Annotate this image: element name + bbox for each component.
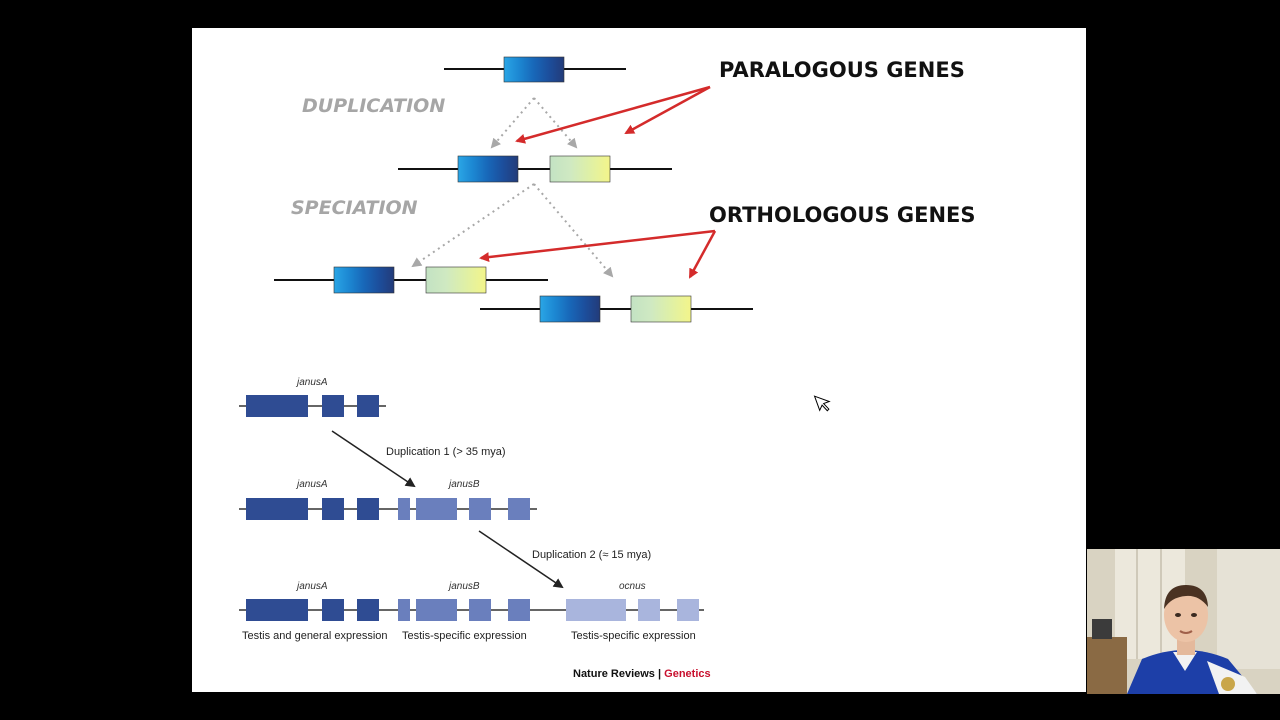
slide: PARALOGOUS GENES DUPLICATION SPECIATION … [192, 28, 1086, 692]
species-1-genome [274, 266, 548, 294]
expression-janusA: Testis and general expression [242, 630, 388, 642]
orthologous-label: ORTHOLOGOUS GENES [709, 203, 976, 227]
gene-label-janusA-2: janusA [295, 479, 328, 490]
species-2-genome [480, 295, 753, 323]
speciation-arrows [411, 183, 614, 278]
duplication-label: DUPLICATION [302, 95, 445, 117]
mouse-cursor-icon [813, 395, 831, 412]
source-credit: Nature Reviews | Genetics [573, 668, 711, 680]
gene-label-janusB-3: janusB [447, 581, 480, 592]
duplication-arrows [490, 97, 578, 149]
duplicated-genome [398, 155, 672, 183]
ancestral-gene [444, 56, 626, 83]
gene-label-janusA-1: janusA [295, 377, 328, 388]
duplication-1-label: Duplication 1 (> 35 mya) [386, 446, 506, 458]
speciation-label: SPECIATION [291, 197, 418, 219]
gene-diagram: PARALOGOUS GENES DUPLICATION SPECIATION … [239, 56, 976, 680]
orthologous-arrows [479, 229, 717, 279]
expression-janusB: Testis-specific expression [402, 630, 527, 642]
gene-label-janusB-2: janusB [447, 479, 480, 490]
paralogous-arrows [515, 85, 711, 144]
expression-ocnus: Testis-specific expression [571, 630, 696, 642]
presenter-webcam [1087, 549, 1280, 694]
gene-label-janusA-3: janusA [295, 581, 328, 592]
paralogous-label: PARALOGOUS GENES [719, 58, 965, 82]
duplication-2-label: Duplication 2 (≈ 15 mya) [532, 549, 651, 561]
gene-label-ocnus: ocnus [619, 581, 646, 592]
janus-figure: janusA Duplication 1 (> 35 mya) janusA j… [239, 377, 711, 680]
